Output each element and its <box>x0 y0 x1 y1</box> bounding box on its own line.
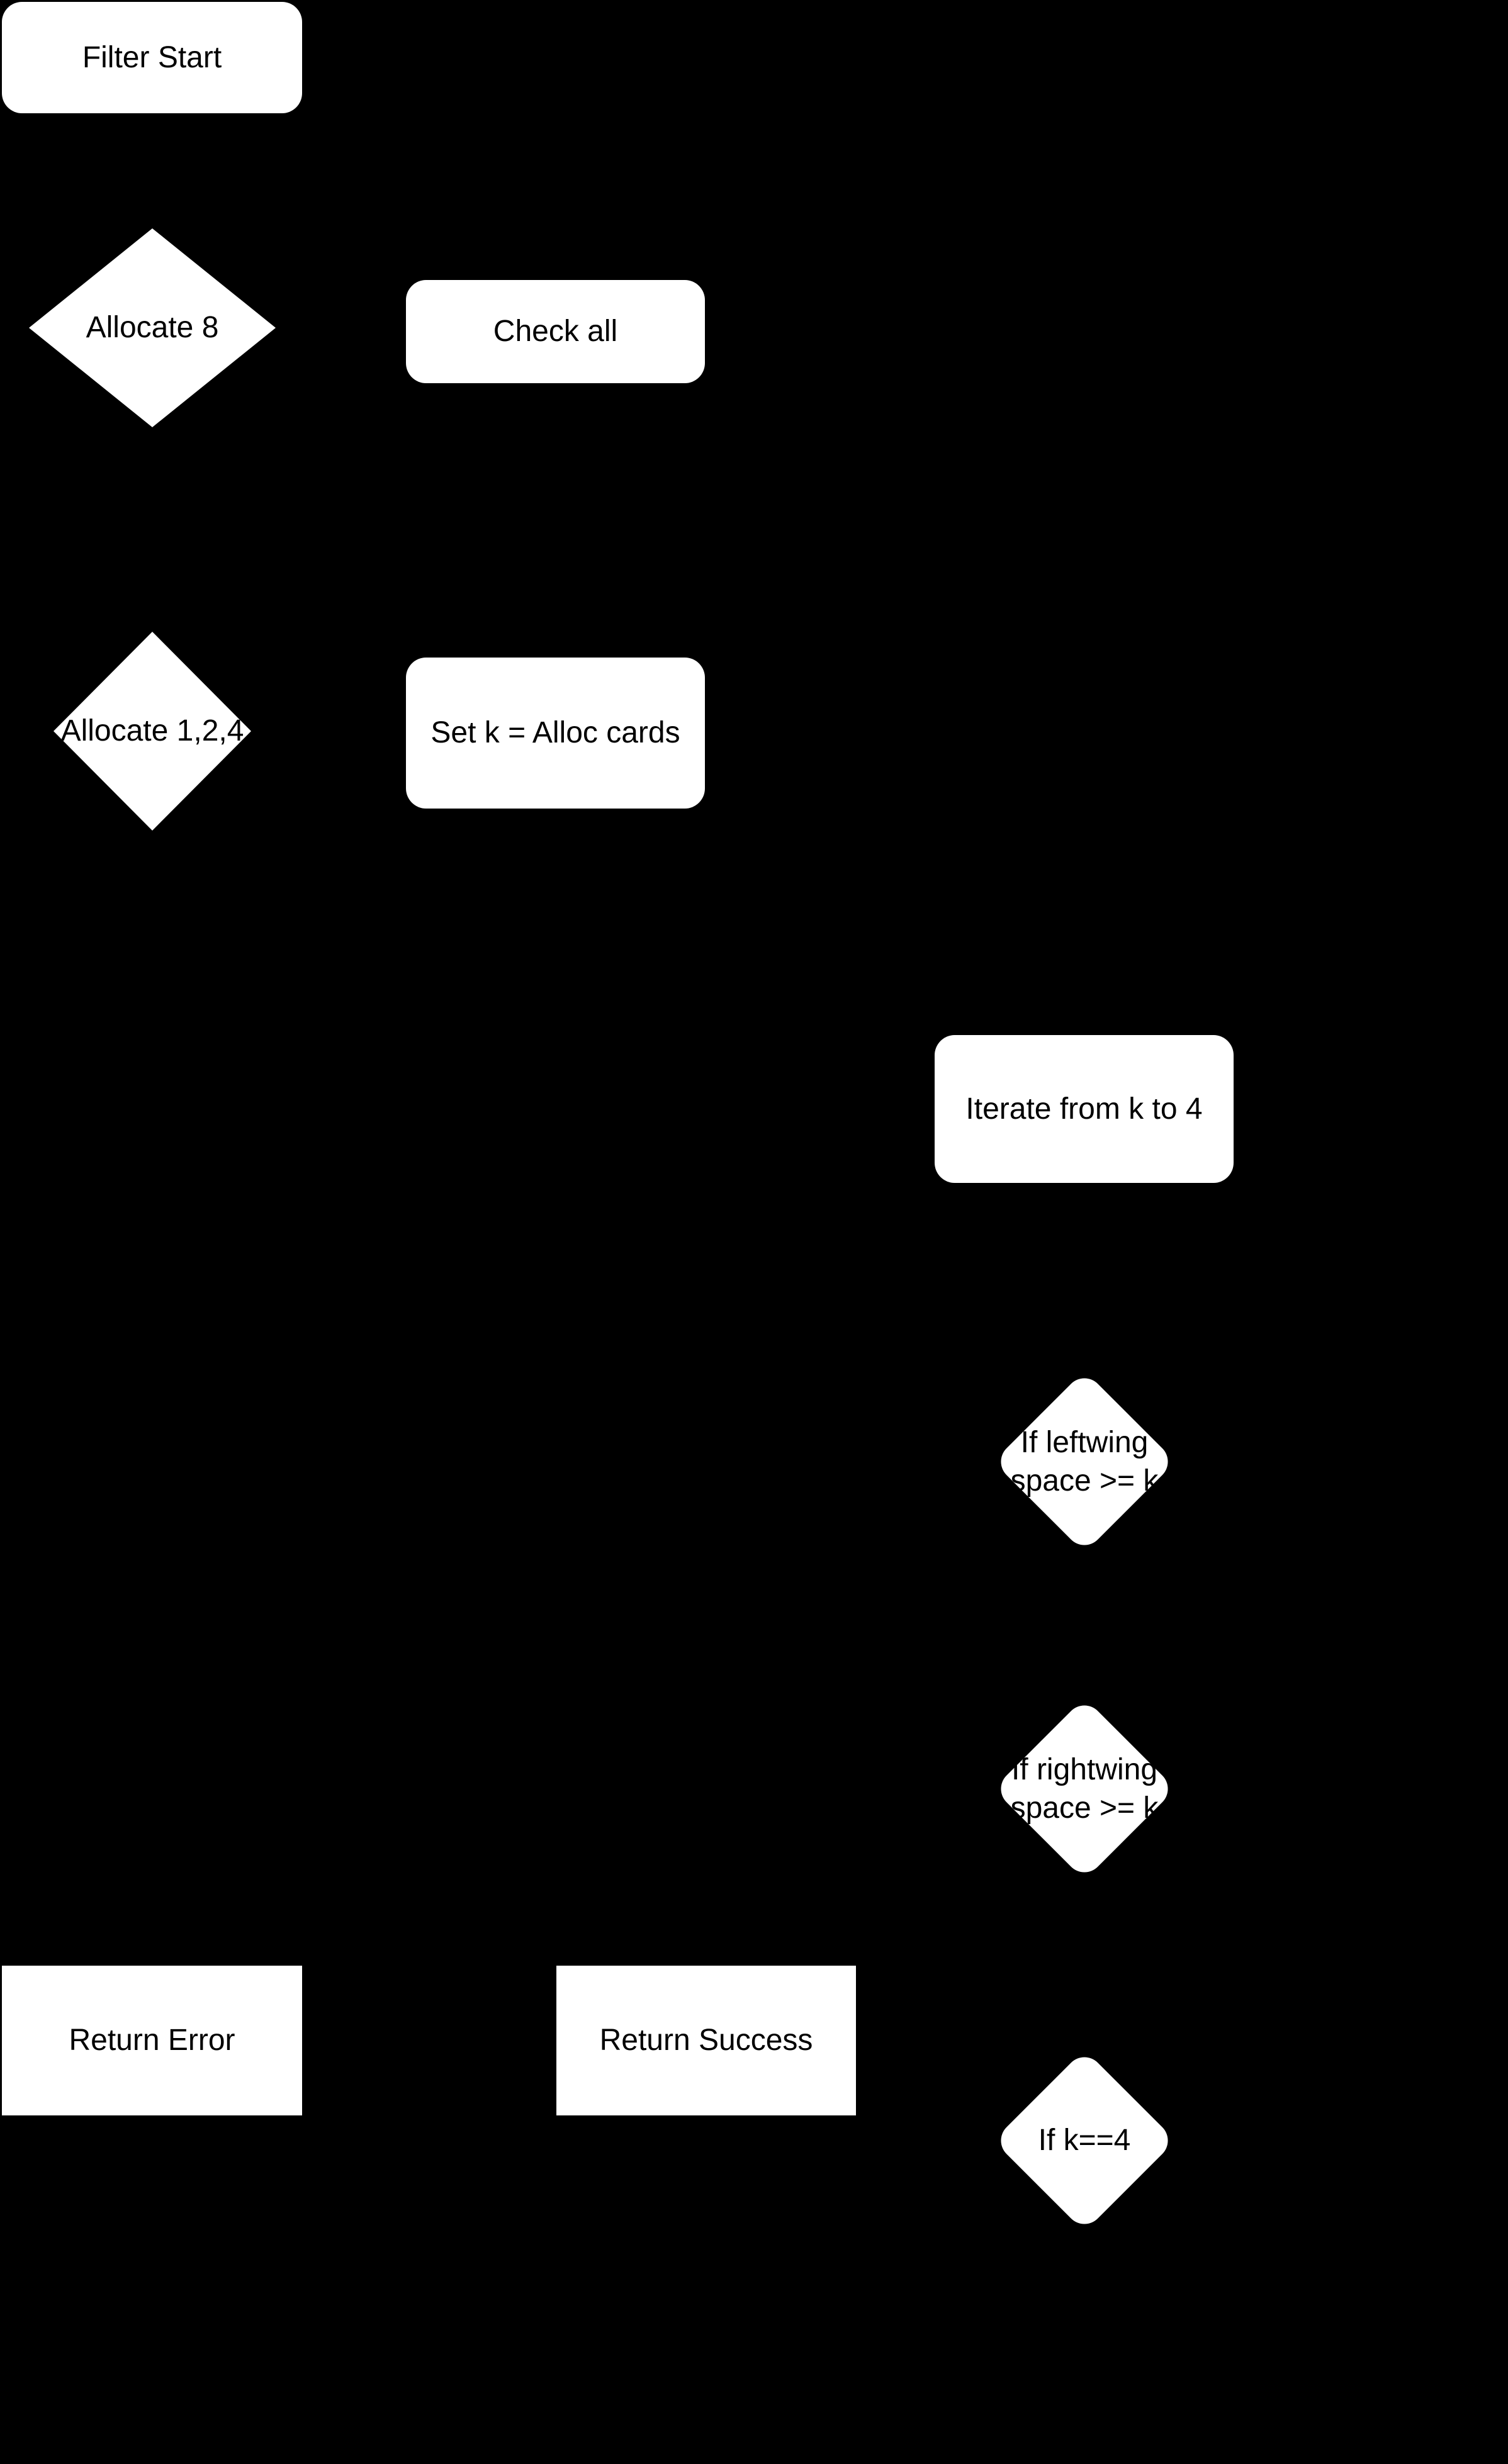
node-check-all: Check all <box>406 280 705 383</box>
node-if-rightwing-space: If rightwing space >= k <box>993 1698 1176 1880</box>
node-if-rightwing-space-shape <box>1001 1705 1168 1873</box>
node-if-leftwing-space-shape <box>1001 1378 1168 1545</box>
node-set-k-alloc-cards: Set k = Alloc cards <box>406 658 705 809</box>
node-if-rightwing-space-label: If rightwing space >= k <box>1010 1752 1159 1825</box>
node-filter-start: Filter Start <box>2 2 302 113</box>
node-allocate-8-label: Allocate 8 <box>86 311 219 345</box>
node-allocate-8-shape <box>29 228 276 427</box>
node-iterate-from-k-to-4-label: Iterate from k to 4 <box>965 1092 1203 1126</box>
node-return-success-label: Return Success <box>599 2024 813 2058</box>
node-if-leftwing-space: If leftwing space >= k <box>993 1370 1176 1553</box>
node-if-k-equals-4-label: If k==4 <box>1038 2124 1131 2158</box>
node-allocate-1-2-4: Allocate 1,2,4 <box>53 632 251 831</box>
node-if-k-equals-4: If k==4 <box>993 2049 1176 2232</box>
node-return-error: Return Error <box>2 1966 302 2115</box>
node-return-error-label: Return Error <box>69 2024 235 2058</box>
node-iterate-from-k-to-4: Iterate from k to 4 <box>935 1035 1234 1183</box>
node-allocate-8: Allocate 8 <box>29 228 276 427</box>
node-if-leftwing-space-label: If leftwing space >= k <box>1010 1425 1159 1498</box>
node-if-k-equals-4-shape <box>1001 2057 1168 2224</box>
node-check-all-label: Check all <box>493 315 618 349</box>
node-return-success: Return Success <box>556 1966 856 2115</box>
node-set-k-alloc-cards-label: Set k = Alloc cards <box>430 716 680 750</box>
node-filter-start-label: Filter Start <box>82 40 222 74</box>
node-allocate-1-2-4-shape <box>53 632 251 831</box>
node-allocate-1-2-4-label: Allocate 1,2,4 <box>60 714 244 748</box>
